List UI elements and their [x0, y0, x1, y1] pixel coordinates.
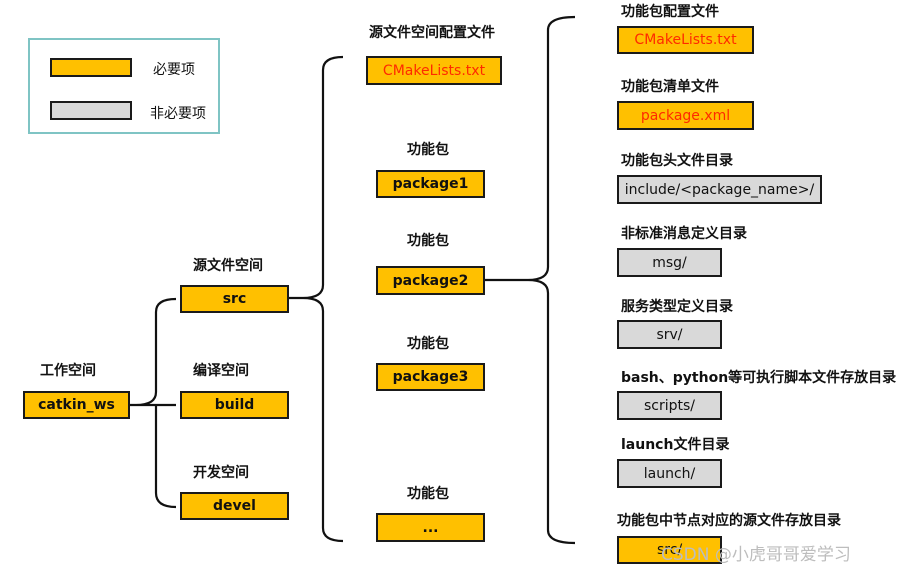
- legend-required-label: 必要项: [153, 62, 195, 78]
- space-label-devel: 开发空间: [193, 465, 249, 481]
- content-label-scripts: bash、python等可执行脚本文件存放目录: [621, 370, 897, 386]
- src-config-label: 源文件空间配置文件: [369, 25, 495, 41]
- package-box-more: ...: [376, 513, 485, 542]
- content-label-launch: launch文件目录: [621, 437, 730, 453]
- content-box-cmakelists: CMakeLists.txt: [617, 26, 754, 54]
- content-box-src: src/: [617, 536, 722, 564]
- legend-optional-label: 非必要项: [150, 106, 206, 122]
- content-box-srv: srv/: [617, 320, 722, 349]
- package-box-3: package3: [376, 363, 485, 391]
- space-label-build: 编译空间: [193, 363, 249, 379]
- content-box-package-xml: package.xml: [617, 101, 754, 130]
- space-box-src: src: [180, 285, 289, 313]
- workspace-label: 工作空间: [40, 363, 96, 379]
- brace-package: [485, 15, 576, 545]
- content-box-scripts: scripts/: [617, 391, 722, 420]
- package-label-more: 功能包: [407, 486, 449, 502]
- content-label-src: 功能包中节点对应的源文件存放目录: [617, 513, 841, 529]
- content-box-msg: msg/: [617, 248, 722, 277]
- content-box-include: include/<package_name>/: [617, 175, 822, 204]
- package-label-2: 功能包: [407, 233, 449, 249]
- watermark: CSDN @小虎哥哥爱学习: [661, 545, 851, 565]
- brace-workspace: [130, 297, 177, 509]
- content-label-cmakelists: 功能包配置文件: [621, 4, 719, 20]
- src-config-box: CMakeLists.txt: [366, 56, 502, 85]
- package-box-1: package1: [376, 170, 485, 198]
- package-label-1: 功能包: [407, 142, 449, 158]
- content-label-include: 功能包头文件目录: [621, 153, 733, 169]
- package-box-2: package2: [376, 266, 485, 295]
- space-box-devel: devel: [180, 492, 289, 520]
- content-box-launch: launch/: [617, 459, 722, 488]
- package-label-3: 功能包: [407, 336, 449, 352]
- space-box-build: build: [180, 391, 289, 419]
- brace-src: [289, 55, 344, 543]
- content-label-srv: 服务类型定义目录: [621, 299, 733, 315]
- content-label-msg: 非标准消息定义目录: [621, 226, 747, 242]
- workspace-box: catkin_ws: [23, 391, 130, 419]
- space-label-src: 源文件空间: [193, 258, 263, 274]
- legend: 必要项 非必要项: [28, 38, 220, 134]
- content-label-package-xml: 功能包清单文件: [621, 79, 719, 95]
- legend-optional-swatch: [50, 101, 132, 120]
- legend-required-swatch: [50, 58, 132, 77]
